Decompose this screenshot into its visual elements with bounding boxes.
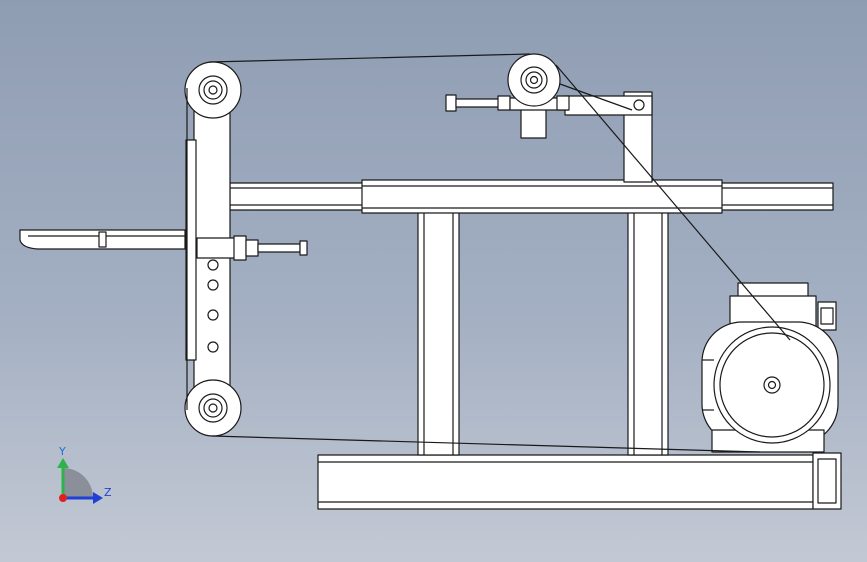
y-axis-label: Y	[58, 445, 66, 458]
coordinate-triad: Y Z	[57, 445, 112, 504]
z-axis-arrow	[93, 492, 103, 504]
top-left-wheel	[184, 61, 242, 119]
vertical-posts[interactable]	[417, 209, 669, 456]
horizontal-beam[interactable]	[229, 179, 834, 214]
triad-plane	[63, 468, 93, 498]
abrasive-belt[interactable]	[186, 53, 791, 453]
tracking-arm[interactable]	[564, 91, 653, 183]
work-rest[interactable]	[19, 229, 308, 261]
top-right-wheel	[507, 53, 561, 107]
tensioner-bracket[interactable]	[445, 94, 570, 139]
x-axis-dot	[59, 494, 67, 502]
motor[interactable]	[701, 282, 839, 453]
bottom-left-wheel	[184, 379, 242, 437]
idler-wheels[interactable]	[184, 53, 561, 437]
y-axis-arrow	[57, 458, 69, 468]
base-frame[interactable]	[317, 452, 842, 510]
z-axis-label: Z	[104, 486, 112, 499]
